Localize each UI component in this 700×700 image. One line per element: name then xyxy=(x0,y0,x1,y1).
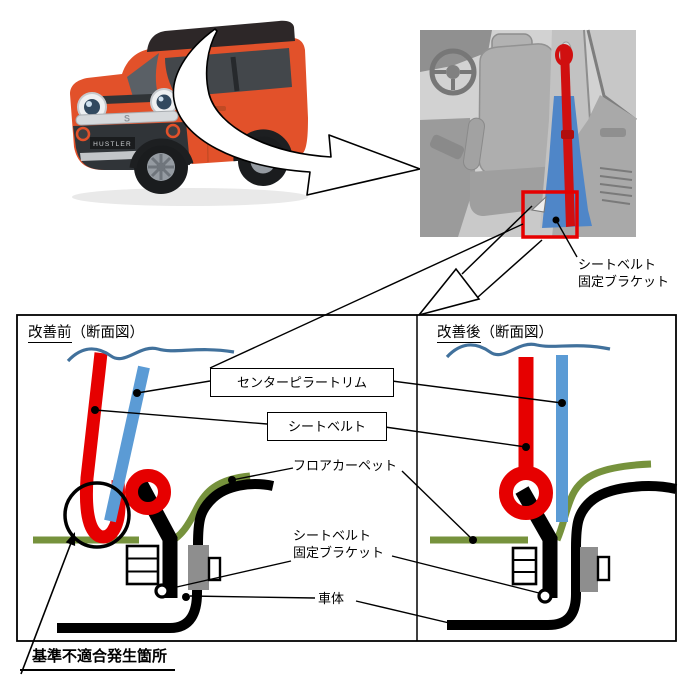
car-b-pillar xyxy=(230,56,240,92)
bolt-before xyxy=(125,544,160,586)
bracket-label-line2: 固定ブラケット xyxy=(293,545,385,560)
wave-line-after xyxy=(445,342,611,359)
bolt-tip-before xyxy=(207,556,222,582)
belt-adjuster xyxy=(561,130,574,139)
seatbelt-label: シートベルト xyxy=(267,412,387,441)
interior-leader-line xyxy=(555,219,578,258)
carpet-curve-after xyxy=(553,460,652,542)
anchor-ring-before xyxy=(125,469,171,515)
wave-line-before xyxy=(66,346,235,363)
bracket-label: シートベルト 固定ブラケット xyxy=(293,527,384,561)
after-title-main: 改善後 xyxy=(437,325,481,343)
carpet-curve-before xyxy=(165,472,251,547)
bracket-ring-after xyxy=(537,588,553,604)
door-speaker xyxy=(599,167,633,205)
seat-rail xyxy=(429,134,465,160)
body-panel-after xyxy=(447,481,678,630)
body-panel-before xyxy=(57,479,275,633)
after-title-suffix: （断面図） xyxy=(480,325,554,341)
bolt-after xyxy=(511,546,538,586)
nonconformity-arrow xyxy=(20,532,76,675)
interior-photo xyxy=(420,29,637,258)
nut-after xyxy=(580,547,598,592)
suzuki-logo: S xyxy=(124,114,130,124)
fog-lamp-right xyxy=(165,123,181,139)
belt-top-hook xyxy=(555,44,573,66)
fog-lamp-left xyxy=(75,126,91,142)
seat-armrest xyxy=(462,117,486,171)
before-title: 改善前（断面図） xyxy=(28,321,145,343)
front-wheel xyxy=(134,140,188,194)
callout-arrow-head xyxy=(416,267,481,317)
interior-bracket-label-line1: シートベルト xyxy=(578,257,657,272)
before-title-main: 改善前 xyxy=(28,325,72,343)
bracket-ring-before xyxy=(154,583,170,599)
after-title: 改善後（断面図） xyxy=(437,321,554,343)
bracket-label-line1: シートベルト xyxy=(293,528,372,543)
car-upper-grille xyxy=(97,93,159,105)
trim-to-interior-line xyxy=(209,223,524,369)
before-title-suffix: （断面図） xyxy=(71,325,145,341)
headlight-right xyxy=(150,88,178,116)
leader-dots xyxy=(91,389,566,544)
render-arrow-marker xyxy=(530,195,547,213)
floor-carpet-label: フロアカーペット xyxy=(293,458,398,473)
swoosh-arrow xyxy=(172,28,421,196)
callout-arrow xyxy=(416,205,543,317)
car-shadow xyxy=(72,188,308,206)
nonconformity-caption: 基準不適合発生箇所 xyxy=(20,645,176,671)
steering-wheel xyxy=(429,48,477,96)
door-armrest xyxy=(600,128,626,137)
car-roof xyxy=(147,20,295,52)
center-pillar-trim-label: センターピラートリム xyxy=(210,368,394,397)
car-windshield xyxy=(127,53,159,97)
interior-bracket-label: シートベルト 固定ブラケット xyxy=(578,256,669,290)
hustler-badge-plate xyxy=(90,137,135,149)
nut-before xyxy=(188,545,209,590)
nonconformity-circle xyxy=(63,481,131,549)
hustler-badge: HUSTLER xyxy=(93,141,132,148)
window-frame xyxy=(588,30,636,118)
leader-lines xyxy=(94,380,563,627)
bolt-tip-after xyxy=(596,555,611,582)
interior-bracket-label-line2: 固定ブラケット xyxy=(578,274,670,289)
vehicle-body-label: 車体 xyxy=(318,591,345,606)
panel-before xyxy=(33,346,275,633)
panel-after xyxy=(430,342,678,630)
anchor-ring-after xyxy=(499,466,553,520)
bracket-before xyxy=(133,479,178,598)
car-grille-bar xyxy=(75,110,179,126)
body-dot-before xyxy=(182,593,190,601)
